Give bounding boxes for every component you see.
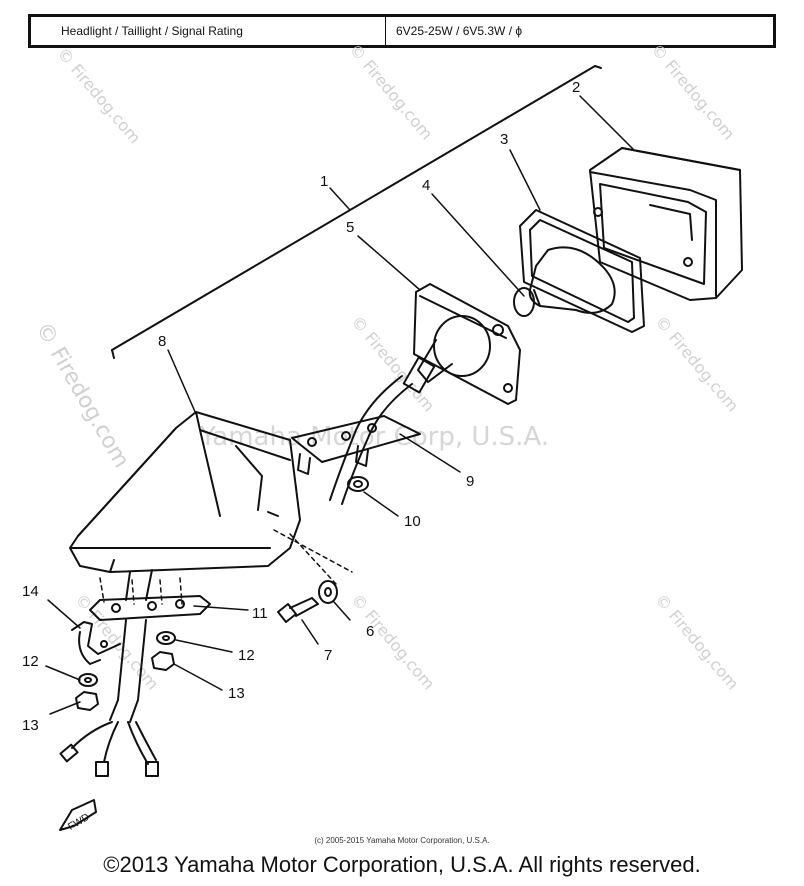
callout-3: 3 xyxy=(500,131,508,148)
wire-connectors xyxy=(59,743,159,777)
mount-plate-11 xyxy=(89,595,211,621)
assembly-bracket-line xyxy=(111,65,602,359)
callout-12: 12 xyxy=(238,647,255,664)
callout-4: 4 xyxy=(422,177,430,194)
clamp-14 xyxy=(71,621,121,665)
nut-10 xyxy=(347,476,369,492)
spec-value: 6V25-25W / 6V5.3W / ϕ xyxy=(396,24,523,38)
leader-lines xyxy=(45,95,635,715)
callout-7: 7 xyxy=(324,647,332,664)
callout-5: 5 xyxy=(346,219,354,236)
mount-bracket xyxy=(291,415,421,463)
callout-6: 6 xyxy=(366,623,374,640)
stem-wires xyxy=(71,569,157,765)
spec-label: Headlight / Taillight / Signal Rating xyxy=(31,17,386,45)
callout-9: 9 xyxy=(466,473,474,490)
small-copyright: (c) 2005-2015 Yamaha Motor Corporation, … xyxy=(314,836,490,845)
bulb-socket xyxy=(513,246,616,317)
callout-10: 10 xyxy=(404,513,421,530)
callout-13: 13 xyxy=(22,717,39,734)
assembly-dashes xyxy=(99,485,353,605)
fwd-arrow-icon xyxy=(59,799,97,831)
bolt-7 xyxy=(277,597,319,623)
taillight-body xyxy=(69,411,301,573)
callout-2: 2 xyxy=(572,79,580,96)
callout-12: 12 xyxy=(22,653,39,670)
callout-13: 13 xyxy=(228,685,245,702)
copyright-notice: ©2013 Yamaha Motor Corporation, U.S.A. A… xyxy=(103,852,701,877)
hardware-12-13 xyxy=(75,631,176,711)
callout-1: 1 xyxy=(320,173,328,190)
gasket xyxy=(519,209,645,333)
bracket-bolts xyxy=(297,445,369,475)
callout-8: 8 xyxy=(158,333,166,350)
lens-housing xyxy=(589,147,743,301)
callout-11: 11 xyxy=(252,605,268,622)
callout-14: 14 xyxy=(22,583,39,600)
washer-6 xyxy=(318,580,338,604)
spec-table: Headlight / Taillight / Signal Rating 6V… xyxy=(28,14,776,48)
callout-numbers: 1 2 3 4 5 6 7 8 9 10 11 12 12 13 13 14 F… xyxy=(22,79,580,833)
socket-plate xyxy=(402,283,521,405)
